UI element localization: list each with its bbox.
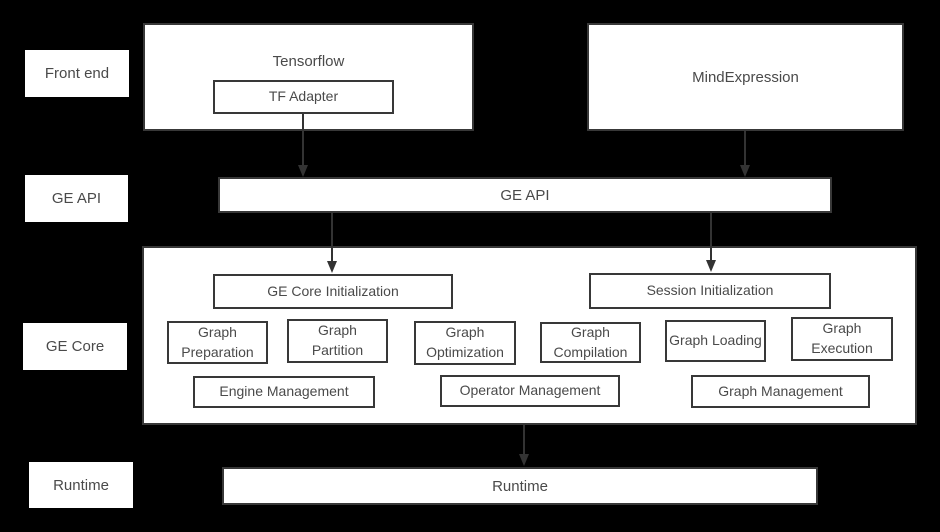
runtime-bar: Runtime bbox=[222, 467, 818, 505]
arrow-mind-expression-to-ge-api-head bbox=[740, 165, 750, 177]
arrow-ge-api-to-session-init-line bbox=[710, 213, 712, 260]
arrow-ge-api-to-ge-core-init-line bbox=[331, 213, 333, 261]
tensorflow-box: Tensorflow TF Adapter bbox=[143, 23, 474, 131]
graph-partition-box: Graph Partition bbox=[287, 319, 388, 363]
arrow-tf-adapter-to-ge-api-line bbox=[302, 114, 304, 165]
graph-management-box: Graph Management bbox=[691, 375, 870, 408]
arrow-tf-adapter-to-ge-api-head bbox=[298, 165, 308, 177]
arrow-ge-core-to-runtime-line bbox=[523, 425, 525, 454]
graph-compilation-box: Graph Compilation bbox=[540, 322, 641, 363]
layer-label-runtime: Runtime bbox=[29, 462, 133, 508]
arrow-ge-api-to-session-init-head bbox=[706, 260, 716, 272]
graph-execution-box: Graph Execution bbox=[791, 317, 893, 361]
mind-expression-box: MindExpression bbox=[587, 23, 904, 131]
operator-management-box: Operator Management bbox=[440, 375, 620, 407]
ge-core-initialization-box: GE Core Initialization bbox=[213, 274, 453, 309]
arrow-ge-api-to-ge-core-init-head bbox=[327, 261, 337, 273]
layer-label-ge-core: GE Core bbox=[23, 323, 127, 370]
engine-management-box: Engine Management bbox=[193, 376, 375, 408]
graph-preparation-box: Graph Preparation bbox=[167, 321, 268, 364]
graph-optimization-box: Graph Optimization bbox=[414, 321, 516, 365]
arrow-ge-core-to-runtime-head bbox=[519, 454, 529, 466]
layer-label-ge-api: GE API bbox=[25, 175, 128, 222]
ge-api-bar: GE API bbox=[218, 177, 832, 213]
graph-loading-box: Graph Loading bbox=[665, 320, 766, 362]
session-initialization-box: Session Initialization bbox=[589, 273, 831, 309]
tf-adapter-box: TF Adapter bbox=[213, 80, 394, 114]
tensorflow-title: Tensorflow bbox=[272, 53, 345, 70]
arrow-mind-expression-to-ge-api-line bbox=[744, 131, 746, 165]
layer-label-front-end: Front end bbox=[25, 50, 129, 97]
